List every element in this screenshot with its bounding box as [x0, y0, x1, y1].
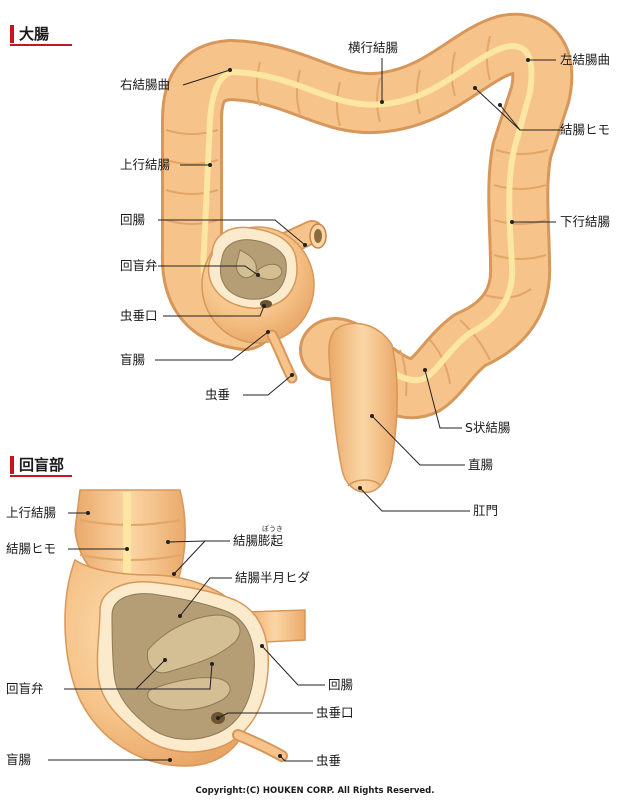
label-left-colic-flexure: 左結腸曲 — [560, 52, 611, 67]
colon-figure — [155, 12, 574, 512]
ileocecal-leader-dots — [86, 511, 282, 762]
label-ileocecal-cecum: 盲腸 — [6, 752, 32, 767]
label-taenia-coli: 結腸ヒモ — [560, 122, 611, 137]
label-anus: 肛門 — [473, 503, 499, 518]
label-sigmoid-colon: S状結腸 — [465, 420, 511, 435]
ileocecal-section-header: 回盲部 — [10, 455, 80, 477]
colon-leader-dots — [208, 58, 530, 490]
label-semilunar-folds: 結腸半月ヒダ — [235, 570, 311, 585]
label-rectum: 直腸 — [468, 457, 494, 472]
label-haustra: 結腸膨起 — [233, 533, 284, 548]
label-appendix: 虫垂 — [205, 387, 231, 402]
section-underline — [10, 475, 72, 477]
label-ileocecal-orifice: 虫垂口 — [316, 705, 354, 720]
section-accent-bar — [10, 25, 14, 43]
label-ileocecal-valve-detail: 回盲弁 — [6, 681, 44, 696]
label-transverse-colon: 横行結腸 — [348, 40, 399, 55]
taenia-stripe — [200, 43, 535, 384]
label-appendix-orifice: 虫垂口 — [120, 308, 158, 323]
section-underline — [10, 44, 72, 46]
section-accent-bar — [10, 456, 14, 474]
label-ileocecal-ileum: 回腸 — [328, 677, 354, 692]
ileocecal-leader-lines — [48, 512, 325, 762]
colon-leader-lines — [155, 58, 560, 512]
label-ileum: 回腸 — [120, 212, 146, 227]
label-right-colic-flexure: 右結腸曲 — [120, 77, 171, 92]
label-ileocecal-appendix: 虫垂 — [316, 753, 342, 768]
label-ileocecal-taenia: 結腸ヒモ — [6, 541, 57, 556]
ileocecal-section-title: 回盲部 — [19, 456, 65, 474]
label-ileocecal-valve: 回盲弁 — [120, 258, 158, 273]
label-haustra-reading: ぼうき — [262, 525, 283, 533]
colon-section-title: 大腸 — [19, 25, 50, 43]
ileocecal-figure — [48, 489, 325, 767]
label-cecum: 盲腸 — [120, 352, 146, 367]
label-descending-colon: 下行結腸 — [560, 214, 611, 229]
colon-section-header: 大腸 — [10, 24, 80, 46]
label-ileocecal-ascending-colon: 上行結腸 — [6, 505, 57, 520]
rectum-shape — [328, 322, 399, 493]
label-ascending-colon: 上行結腸 — [120, 157, 171, 172]
copyright-notice: Copyright:(C) HOUKEN CORP. All Rights Re… — [195, 786, 435, 796]
